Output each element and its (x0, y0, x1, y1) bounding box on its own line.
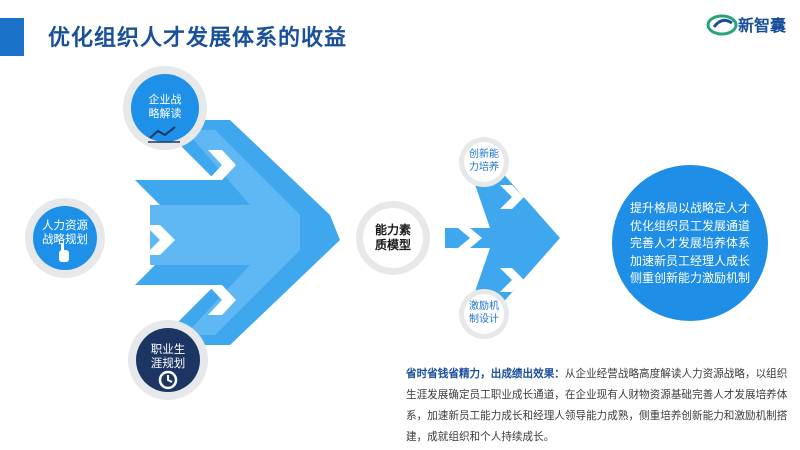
outcome-line: 提升格局以战略定人才 (629, 201, 750, 215)
input-label-strategy: 企业战 略解读 (139, 93, 191, 121)
middle-label-line: 激励机 (469, 301, 499, 312)
input-circle-hr-fill (33, 206, 97, 270)
page-title: 优化组织人才发展体系的收益 (48, 26, 348, 51)
outcome-line: 优化组织员工发展通道 (629, 218, 750, 233)
input-circle-strategy-fill (131, 74, 199, 142)
input-label-line: 人力资源 (42, 218, 88, 232)
middle-circle-innovation-fill (464, 142, 504, 182)
middle-label-incentive: 激励机 制设计 (460, 301, 508, 326)
input-label-hr: 人力资源 战略规划 (30, 218, 100, 247)
chevron-icon (208, 285, 236, 315)
center-label-line: 质模型 (374, 238, 411, 252)
chevron-icon (500, 185, 524, 209)
chevron-icon (145, 225, 175, 255)
outcome-circle (612, 165, 768, 321)
hand-pointer-icon (59, 243, 69, 262)
outcome-line: 侧重创新能力激励机制 (629, 271, 750, 285)
chevron-icon (500, 268, 524, 292)
description-lead: 省时省钱省精力，出成绩出效果： (406, 368, 565, 380)
input-label-career: 职业生 涯规划 (140, 342, 196, 371)
middle-label-line: 力培养 (469, 161, 499, 173)
logo-icon (706, 14, 738, 36)
input-circle-career-fill (136, 328, 200, 392)
logo-text: 新智囊 (738, 16, 787, 35)
description-body: 从企业经营战略高度解读人力资源战略，以组织生涯发展确定员工职业成长通道，在企业现… (406, 368, 788, 443)
main-arrow-body (150, 130, 300, 335)
input-label-line: 涯规划 (150, 356, 186, 371)
center-label-line: 能力素 (374, 223, 411, 237)
title-accent-bar (0, 18, 24, 56)
chevron-icon (458, 228, 482, 248)
middle-circle-incentive-fill (464, 294, 504, 334)
middle-label-line: 制设计 (469, 313, 499, 325)
outcome-line: 完善人才发展培养体系 (629, 236, 750, 250)
input-label-line: 略解读 (148, 106, 182, 120)
clock-icon (158, 370, 178, 390)
chevron-icon (208, 150, 236, 180)
center-circle-fill (363, 208, 423, 268)
input-label-line: 职业生 (150, 342, 186, 356)
input-label-line: 企业战 (148, 93, 182, 106)
growth-chart-icon (148, 126, 180, 143)
middle-label-innovation: 创新能 力培养 (460, 149, 508, 174)
outcome-line: 加速新员工经理人成长 (629, 253, 750, 268)
input-label-line: 战略规划 (42, 232, 88, 247)
center-label: 能力素 质模型 (360, 223, 426, 253)
description-paragraph: 省时省钱省精力，出成绩出效果：从企业经营战略高度解读人力资源战略，以组织生涯发展… (406, 364, 794, 448)
middle-label-line: 创新能 (469, 149, 499, 160)
outcome-label: 提升格局以战略定人才 优化组织员工发展通道 完善人才发展培养体系 加速新员工经理… (616, 200, 764, 288)
secondary-arrow-shape (445, 170, 560, 306)
